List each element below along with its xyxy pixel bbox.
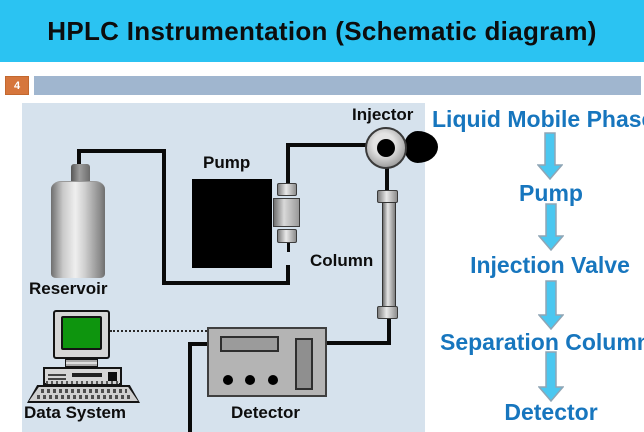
tube-pump-riser <box>286 265 290 283</box>
column-tube <box>382 202 396 307</box>
tube-column-to-detector <box>327 341 391 345</box>
system-unit-grill <box>46 381 119 384</box>
flow-step-detector: Detector <box>504 399 598 425</box>
computer-monitor <box>53 310 110 359</box>
keyboard-key-row-2 <box>37 395 131 399</box>
pump-fitting-top-nut <box>277 183 297 196</box>
schematic-panel: Reservoir Pump Injector Column Detector <box>22 103 438 432</box>
detector-display <box>220 336 279 352</box>
pump-fitting-outlet-stub <box>287 243 290 252</box>
flow-step-liquid-mobile-phase: Liquid Mobile Phase <box>432 106 644 132</box>
tube-detector-waste-horizontal <box>188 342 208 346</box>
detector-button-2 <box>245 375 255 385</box>
computer-system-unit <box>43 367 122 385</box>
system-unit-power-button <box>108 372 117 381</box>
detector-label: Detector <box>231 403 300 422</box>
column-label: Column <box>310 251 374 270</box>
detector-slot <box>295 338 313 390</box>
tube-reservoir-down <box>162 149 166 285</box>
down-arrow-icon-1 <box>537 132 563 180</box>
tube-pump-to-injector-vertical <box>286 143 290 185</box>
column-bottom-nut <box>377 306 398 319</box>
tube-column-down <box>387 318 391 345</box>
pump-fitting-bottom-nut <box>277 229 297 243</box>
tube-detector-waste-vertical <box>188 342 192 432</box>
tube-injector-to-column <box>385 168 389 192</box>
data-system-label: Data System <box>24 403 127 422</box>
monitor-stand <box>65 359 98 367</box>
detector-button-3 <box>268 375 278 385</box>
detector-button-1 <box>223 375 233 385</box>
reservoir-cap <box>71 164 90 183</box>
header-divider-bar <box>34 76 641 95</box>
system-unit-drive-slot <box>72 373 102 377</box>
flow-step-pump: Pump <box>519 180 583 206</box>
injector-port <box>377 139 395 157</box>
injector-handle <box>404 131 438 163</box>
injector-label: Injector <box>352 105 414 124</box>
keyboard-key-row-1 <box>41 389 127 393</box>
pump-block <box>192 179 272 268</box>
flow-step-injection-valve: Injection Valve <box>470 252 630 278</box>
slide-number-badge: 4 <box>5 76 29 95</box>
injector-valve <box>365 127 407 169</box>
page-title: HPLC Instrumentation (Schematic diagram) <box>47 15 597 46</box>
computer-keyboard <box>27 385 140 403</box>
computer-screen <box>61 316 102 350</box>
tube-pump-to-injector-horizontal <box>286 143 368 147</box>
reservoir-label: Reservoir <box>29 279 108 298</box>
down-arrow-icon-3 <box>538 280 564 330</box>
down-arrow-icon-2 <box>538 203 564 251</box>
detector-box <box>207 327 327 397</box>
reservoir-bottle <box>51 181 105 278</box>
pump-label: Pump <box>203 153 251 172</box>
tube-to-pump-bottom <box>162 281 290 285</box>
title-bar: HPLC Instrumentation (Schematic diagram) <box>0 0 644 62</box>
flow-step-separation-column: Separation Column <box>440 329 644 355</box>
tube-reservoir-top <box>77 149 166 153</box>
data-cable-dotted-line <box>110 330 207 332</box>
pump-fitting-block <box>273 198 300 227</box>
system-unit-vents <box>48 372 66 380</box>
tube-reservoir-up <box>77 149 81 167</box>
down-arrow-icon-4 <box>538 351 564 402</box>
